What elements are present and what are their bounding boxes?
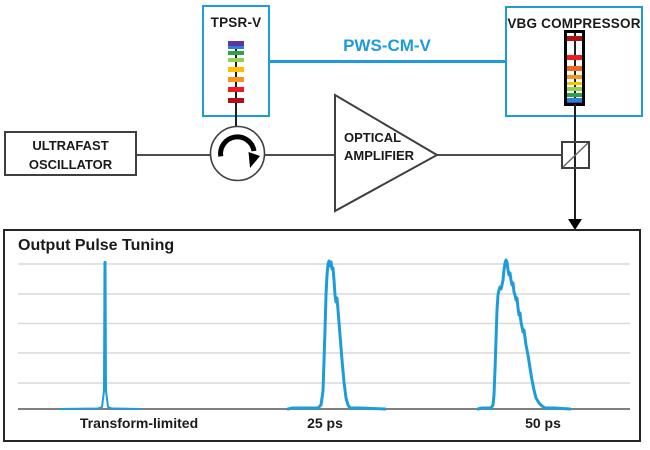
spectrum-bar [567, 101, 582, 103]
oscillator-label-line1: ULTRAFAST [32, 138, 109, 153]
output-arrow-icon [568, 219, 582, 230]
pws-cm-v-link-line [269, 60, 505, 63]
tpsr-grating-icon [228, 41, 244, 115]
spectrum-bar [228, 51, 244, 55]
vbg-grating-cell [564, 30, 585, 106]
fiber-oscillator-to-circulator [137, 154, 211, 156]
spectrum-bar [567, 55, 582, 60]
output-pulse-tuning-panel: Output Pulse Tuning Transform-limited 25… [3, 229, 641, 442]
spectrum-bar [567, 93, 582, 97]
pulse-curve-0 [59, 261, 141, 410]
tpsr-v-label: TPSR-V [210, 15, 262, 30]
ultrafast-oscillator-box: ULTRAFAST OSCILLATOR [4, 131, 137, 176]
spectrum-bar [567, 87, 582, 91]
beam-splitter-icon [561, 141, 590, 169]
pulse-chart [18, 258, 630, 411]
vbg-grating-icon [567, 33, 582, 103]
ultrafast-oscillator-label: ULTRAFAST OSCILLATOR [6, 133, 135, 174]
spectrum-bar [567, 74, 582, 79]
amplifier-label-line2: AMPLIFIER [344, 148, 415, 163]
optical-amplifier-icon [334, 93, 440, 213]
vbg-compressor-box: VBG COMPRESSOR [505, 6, 643, 117]
fiber-circulator-to-amplifier [264, 154, 336, 156]
pulse-curve-1 [286, 259, 387, 411]
tpsr-v-box: TPSR-V [202, 5, 270, 117]
spectrum-bar [228, 41, 244, 46]
beam-vbg-to-output [574, 104, 576, 221]
fiber-tpsr-to-circulator [235, 115, 237, 128]
circulator-icon [209, 125, 266, 182]
spectrum-bar [228, 66, 244, 72]
amplifier-label-line1: OPTICAL [344, 130, 402, 145]
oscillator-label-line2: OSCILLATOR [28, 157, 113, 172]
pulse-label-50ps: 50 ps [525, 415, 561, 431]
beam-splitter-diagonal [562, 142, 589, 168]
spectrum-bar [567, 36, 582, 41]
fiber-amplifier-to-splitter [437, 154, 563, 156]
spectrum-bar [228, 86, 244, 92]
spectrum-bar [228, 76, 244, 82]
pulse-curve-2 [476, 258, 572, 411]
spectrum-bar [567, 81, 582, 85]
spectrum-bar [228, 57, 244, 62]
pulse-label-25ps: 25 ps [307, 415, 343, 431]
panel-title: Output Pulse Tuning [18, 237, 175, 254]
spectrum-bar [567, 97, 582, 102]
spectrum-bar [567, 66, 582, 71]
spectrum-bar [228, 45, 244, 49]
optical-amplifier-label: OPTICAL AMPLIFIER [344, 129, 414, 165]
pulse-label-transform-limited: Transform-limited [79, 415, 199, 431]
pws-cm-v-label: PWS-CM-V [343, 36, 431, 55]
spectrum-bar [228, 98, 244, 103]
vbg-compressor-label: VBG COMPRESSOR [507, 16, 641, 31]
